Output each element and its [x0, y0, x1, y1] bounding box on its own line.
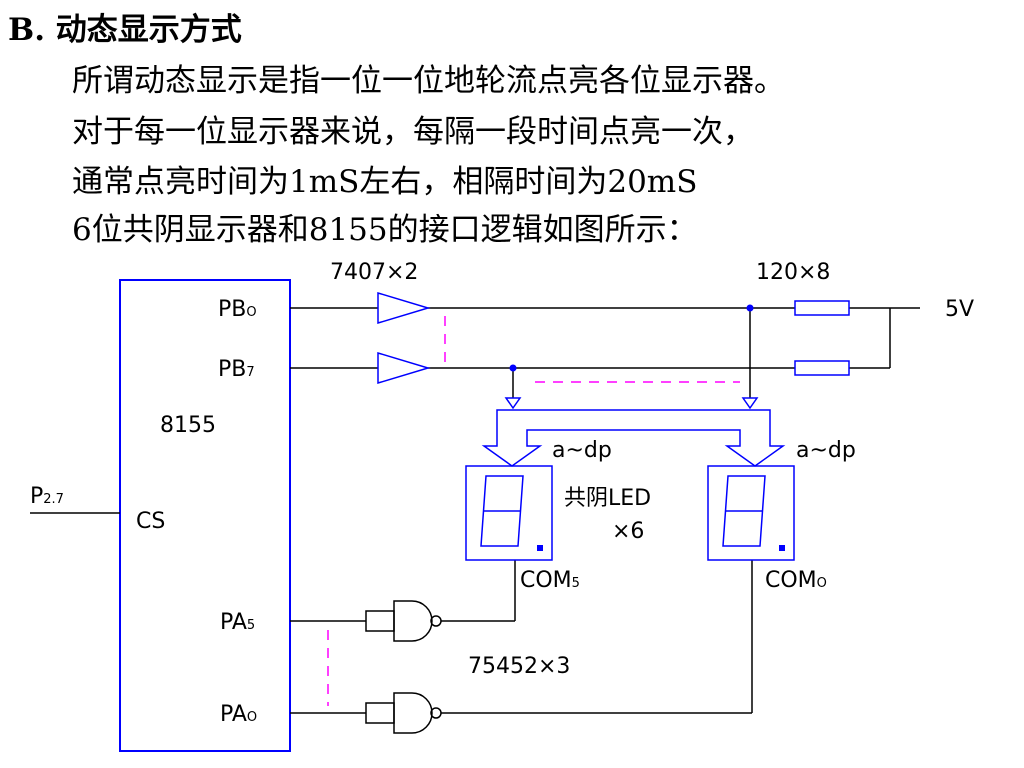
supply-label: 5V	[945, 297, 974, 322]
com0-label: COMO	[765, 568, 827, 593]
driver-label: 75452×3	[468, 654, 570, 679]
resistor-top	[794, 300, 850, 316]
wires	[30, 307, 920, 714]
pin-pb7-label: PB7	[218, 357, 255, 382]
seven-seg-display-com0	[707, 465, 795, 561]
junction-dot	[746, 304, 754, 312]
paragraph-line-2: 对于每一位显示器来说，每隔一段时间点亮一次，	[72, 114, 754, 150]
resistor-label: 120×8	[756, 260, 830, 285]
com5-label: COM5	[520, 568, 580, 593]
bus-dashes	[327, 316, 740, 706]
led-label-line1: 共阴LED	[564, 486, 651, 511]
buffer-7407-pb0	[377, 291, 431, 325]
paragraph-line-4: 6位共阴显示器和8155的接口逻辑如图所示：	[72, 212, 698, 248]
driver-75452-pa0	[365, 692, 442, 734]
pin-pb0-label: PBO	[218, 297, 257, 322]
chip-8155	[119, 279, 291, 752]
seven-seg-display-com5	[465, 465, 553, 561]
resistor-bottom	[794, 360, 850, 376]
pin-pa5-label: PA5	[220, 610, 255, 635]
segment-label-left: a~dp	[552, 438, 612, 463]
pin-p27-label: P2.7	[30, 484, 64, 509]
paragraph-line-1: 所谓动态显示是指一位一位地轮流点亮各位显示器。	[72, 63, 785, 99]
buffer-7407-pb7	[377, 351, 431, 385]
section-heading: B. 动态显示方式	[8, 12, 242, 48]
driver-75452-pa5	[365, 600, 442, 642]
pin-cs-label: CS	[136, 509, 165, 534]
junction-dot	[509, 364, 517, 372]
chip-name-label: 8155	[160, 413, 216, 438]
led-label-line2: ×6	[612, 519, 644, 544]
paragraph-line-3: 通常点亮时间为1mS左右，相隔时间为20mS	[72, 164, 698, 200]
segment-bus-arrow	[481, 409, 786, 467]
pin-pa0-label: PAO	[220, 702, 257, 727]
buffer-label: 7407×2	[330, 260, 418, 285]
bus-arrow-left	[504, 397, 522, 410]
segment-label-right: a~dp	[796, 438, 856, 463]
bus-arrow-right	[741, 397, 759, 410]
